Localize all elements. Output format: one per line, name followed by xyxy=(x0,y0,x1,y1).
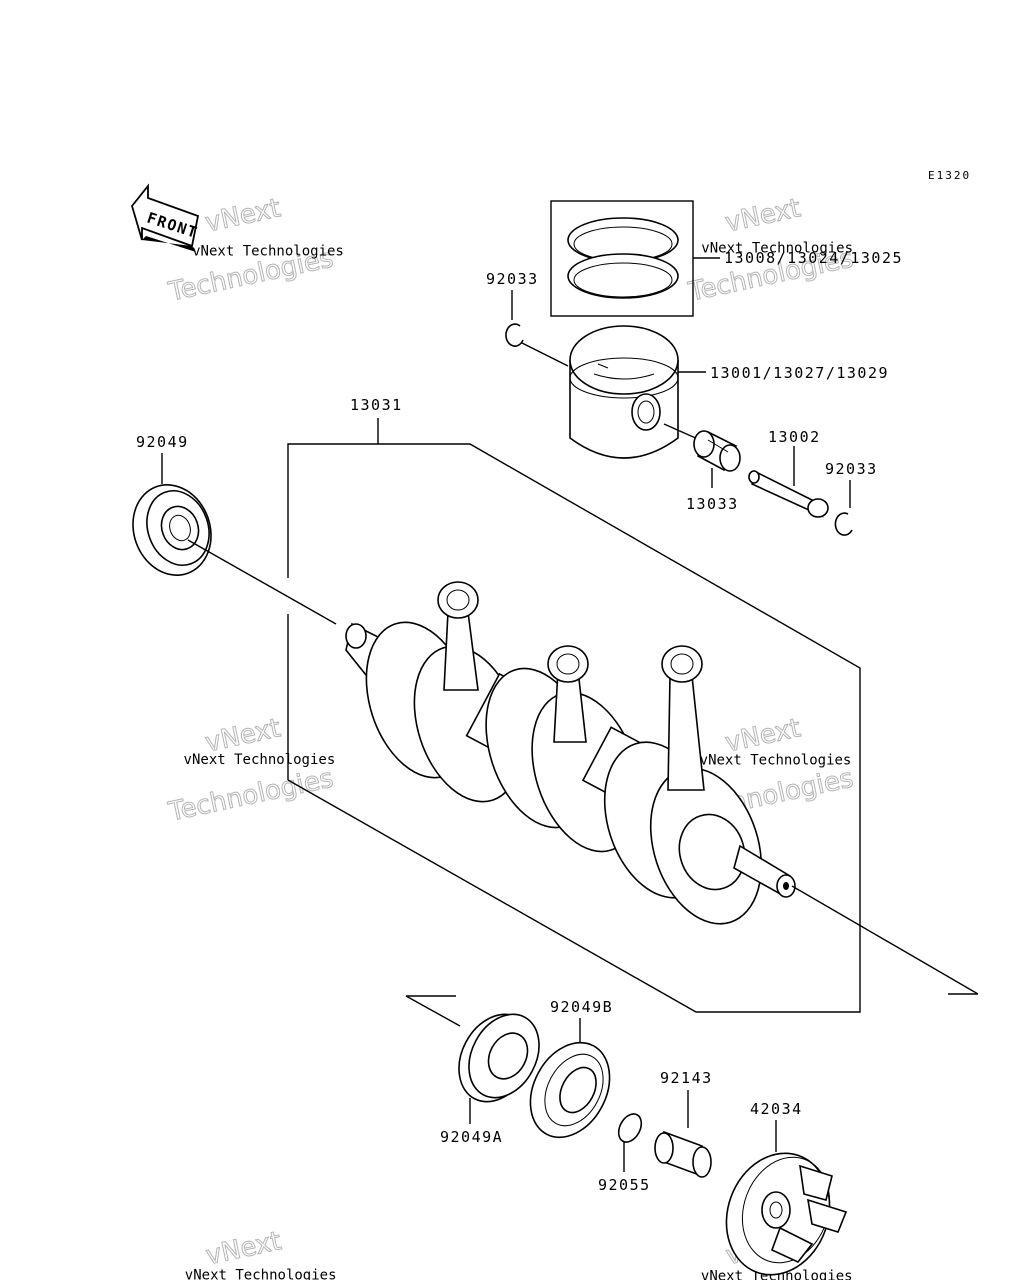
svg-text:vNext Technologies: vNext Technologies xyxy=(185,1268,337,1280)
piston-pin xyxy=(748,470,829,518)
o-ring-92055 xyxy=(617,1113,643,1143)
watermark-top-right: vNext Technologies vNext Technologies xyxy=(685,193,857,308)
label-13002: 13002 xyxy=(768,428,821,446)
label-ring-set: 13008/13024/13025 xyxy=(724,249,903,267)
crankshaft xyxy=(345,581,796,925)
label-92049B: 92049B xyxy=(550,998,613,1016)
watermark-top-left: vNext Technologies vNext Technologies xyxy=(165,193,344,308)
label-92049: 92049 xyxy=(136,433,189,451)
circlip-right-icon xyxy=(834,512,853,536)
svg-text:Technologies: Technologies xyxy=(165,763,336,827)
svg-text:vNext Technologies: vNext Technologies xyxy=(701,240,853,256)
svg-text:vNext Technologies: vNext Technologies xyxy=(192,243,344,259)
oil-seal-92049A xyxy=(458,1013,540,1103)
watermark-bottom-left: vNext vNext Technologies xyxy=(185,1226,337,1280)
front-arrow-icon: FRONT xyxy=(131,183,200,252)
label-92033-right: 92033 xyxy=(825,460,878,478)
svg-text:vNext: vNext xyxy=(203,193,284,238)
label-92143: 92143 xyxy=(660,1069,713,1087)
svg-text:vNext Technologies: vNext Technologies xyxy=(700,753,852,769)
circlip-top-icon xyxy=(505,323,524,347)
label-piston: 13001/13027/13029 xyxy=(710,364,889,382)
label-92033-top: 92033 xyxy=(486,270,539,288)
label-13031: 13031 xyxy=(350,396,403,414)
piston xyxy=(569,325,679,459)
label-92055: 92055 xyxy=(598,1176,651,1194)
collar-92143 xyxy=(654,1130,712,1178)
label-42034: 42034 xyxy=(750,1100,803,1118)
label-92049A: 92049A xyxy=(440,1128,503,1146)
watermark-mid-left: vNext Technologies vNext Technologies xyxy=(165,713,337,828)
svg-text:vNext Technologies: vNext Technologies xyxy=(184,752,336,768)
label-13033: 13033 xyxy=(686,495,739,513)
coupling-42034 xyxy=(725,1152,848,1276)
bearing-92049B xyxy=(529,1041,611,1139)
svg-text:vNext: vNext xyxy=(723,193,804,238)
diagram-code: E1320 xyxy=(928,169,971,182)
svg-text:vNext: vNext xyxy=(203,1226,284,1271)
piston-ring-set xyxy=(550,200,720,317)
needle-bearing xyxy=(693,430,741,472)
svg-text:vNext: vNext xyxy=(723,713,804,758)
oil-seal-92049 xyxy=(132,484,212,576)
